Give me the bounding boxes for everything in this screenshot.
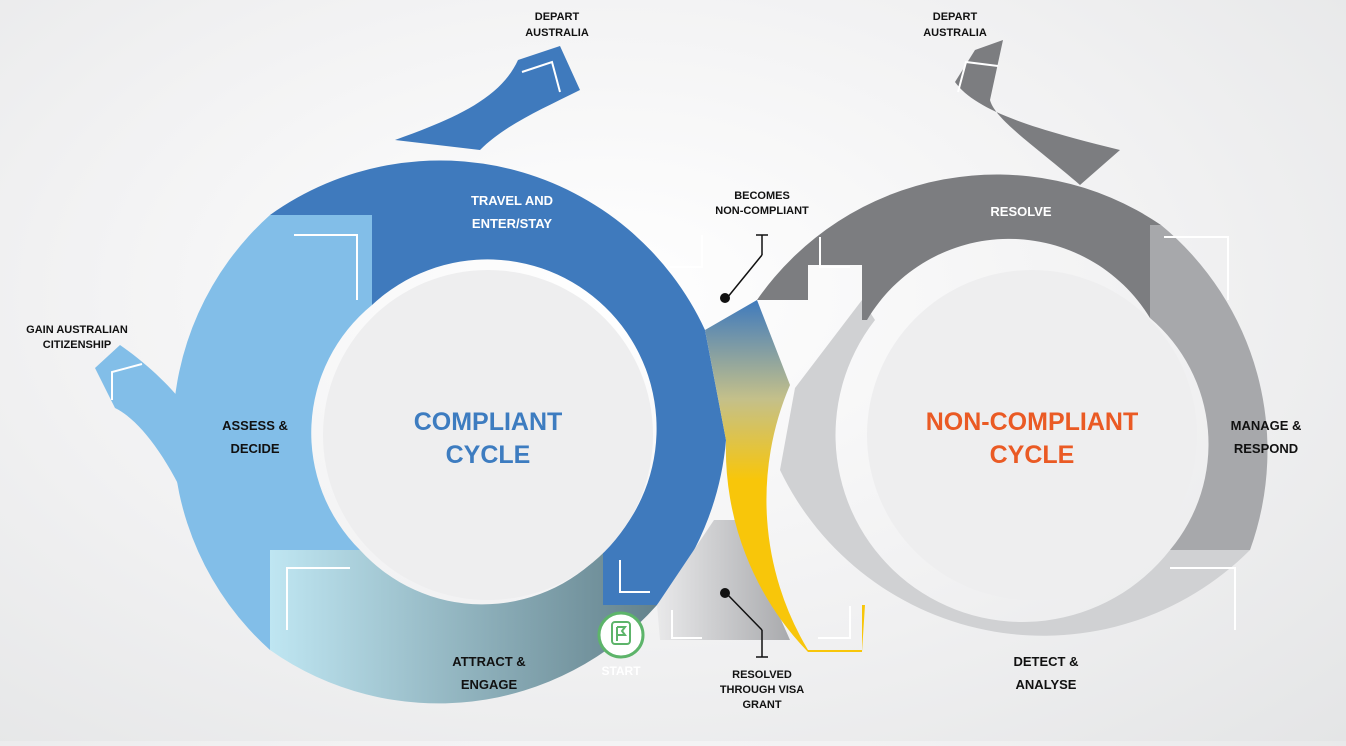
c-travel-chevron	[670, 235, 703, 268]
resolved-callout-dot	[720, 588, 730, 598]
attract-label-1: ATTRACT &	[452, 654, 525, 669]
manage-label-1: MANAGE &	[1231, 418, 1302, 433]
c-start-chevron	[619, 560, 650, 593]
nc-manage-chevron	[1164, 236, 1229, 300]
attract-label-2: ENGAGE	[461, 677, 518, 692]
detect-label-1: DETECT &	[1014, 654, 1079, 669]
noncompliant-title-2: CYCLE	[990, 441, 1075, 469]
c-depart-chevron	[521, 60, 561, 93]
manage-label-2: RESPOND	[1234, 441, 1298, 456]
c-depart-label-1: DEPART	[535, 11, 580, 23]
c-segment-assess	[172, 215, 372, 650]
c-citizenship-chevron	[111, 363, 143, 400]
noncompliant-title-1: NON-COMPLIANT	[926, 408, 1138, 436]
nc-segment-resolve	[757, 174, 1161, 320]
assess-label-1: ASSESS &	[222, 418, 288, 433]
c-center-disc	[323, 270, 653, 600]
becomes-label-1: BECOMES	[734, 190, 790, 202]
citizenship-label-1: GAIN AUSTRALIAN	[26, 324, 128, 336]
nc-depart-label-1: DEPART	[933, 11, 978, 23]
nc-depart-label-2: AUSTRALIA	[923, 27, 987, 39]
citizenship-label-2: CITIZENSHIP	[43, 339, 111, 351]
detect-label-2: ANALYSE	[1016, 677, 1077, 692]
nc-center-disc	[867, 270, 1197, 600]
becomes-callout-diag	[726, 254, 763, 299]
becomes-transition-band	[705, 300, 865, 652]
nc-depart-chevron	[957, 60, 999, 93]
resolved-callout-line	[725, 592, 763, 631]
compliant-title-1: COMPLIANT	[414, 408, 563, 436]
start-label: START	[601, 664, 641, 678]
nc-depart-exit-arrow	[955, 40, 1120, 185]
c-assess-chevron	[294, 234, 358, 300]
becomes-label-2: NON-COMPLIANT	[715, 205, 809, 217]
travel-label-1: TRAVEL AND	[471, 193, 553, 208]
resolved-label-2: THROUGH VISA	[720, 684, 804, 696]
c-segment-attract	[270, 550, 657, 704]
becomes-chevron	[818, 606, 851, 639]
c-attract-chevron	[286, 567, 350, 630]
resolved-label-1: RESOLVED	[732, 669, 792, 681]
nc-detect-chevron	[1170, 567, 1236, 630]
assess-label-2: DECIDE	[230, 441, 279, 456]
becomes-callout-dot	[720, 293, 730, 303]
flag-icon	[611, 621, 631, 645]
resolved-transition-band	[657, 520, 790, 640]
resolved-chevron	[671, 610, 702, 639]
travel-label-2: ENTER/STAY	[472, 216, 553, 231]
c-segment-travel	[270, 160, 726, 605]
nc-resolve-chevron	[819, 237, 850, 268]
compliant-title-2: CYCLE	[446, 441, 531, 469]
resolve-label: RESOLVE	[990, 204, 1051, 219]
nc-segment-manage	[1150, 225, 1268, 550]
resolved-label-3: GRANT	[742, 699, 781, 711]
c-depart-exit-arrow	[395, 46, 580, 150]
c-depart-label-2: AUSTRALIA	[525, 27, 589, 39]
